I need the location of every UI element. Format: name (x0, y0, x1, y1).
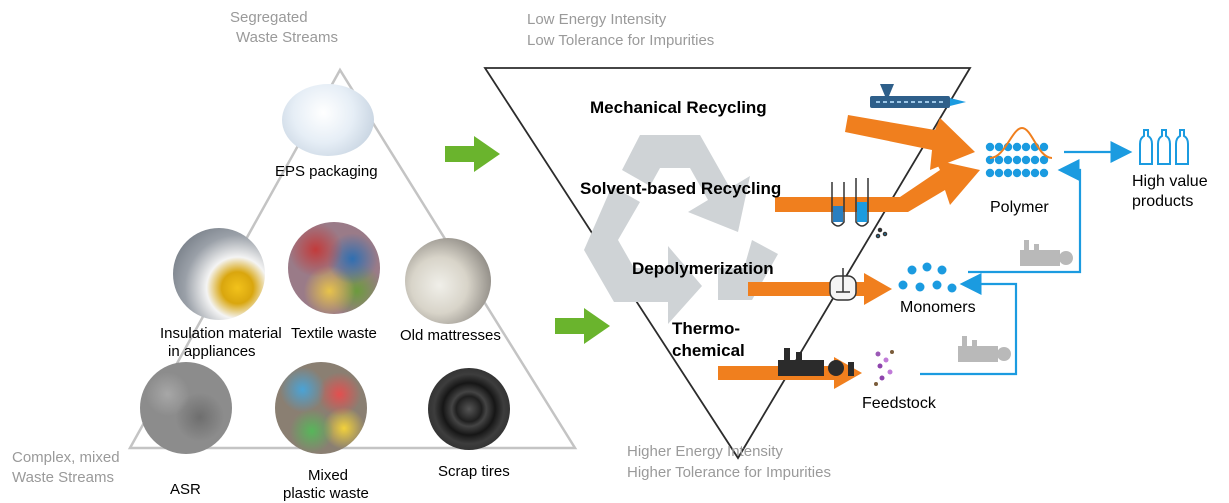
mechanical-recycling-label: Mechanical Recycling (590, 98, 767, 117)
depolymerization-label: Depolymerization (632, 259, 774, 278)
scrap-tires-label: Scrap tires (438, 463, 510, 480)
thermochemical-label-line1: Thermo- (672, 319, 740, 338)
low-tolerance-label: Low Tolerance for Impurities (527, 32, 715, 49)
complex-label-line2: Waste Streams (12, 469, 114, 486)
arrow-monomers-to-polymer (968, 159, 1082, 274)
asr-label: ASR (170, 481, 201, 498)
high-value-label-line1: High value (1132, 173, 1208, 190)
mixed-plastic-label-line2: plastic waste (283, 485, 369, 502)
asr-image (140, 362, 232, 454)
monomers-icon (898, 262, 957, 293)
old-mattresses-label: Old mattresses (400, 327, 501, 344)
eps-packaging-label: EPS packaging (275, 163, 378, 180)
mixed-plastic-waste-image (275, 362, 367, 454)
green-arrow-top (445, 136, 500, 172)
insulation-label-line2: in appliances (168, 343, 256, 360)
plant-icon-upper (1020, 240, 1073, 266)
eps-packaging-image (282, 84, 374, 156)
polymer-icon (985, 142, 1049, 178)
old-mattresses-image (405, 238, 491, 324)
mixed-plastic-label-line1: Mixed (308, 467, 349, 484)
segregated-label-line2: Waste Streams (236, 29, 338, 46)
factory-icon (778, 348, 854, 376)
polymer-label: Polymer (990, 199, 1049, 216)
extruder-icon (870, 84, 966, 108)
orange-arrow-solvent (775, 160, 980, 212)
plant-icon-lower (958, 336, 1011, 362)
higher-tolerance-label: Higher Tolerance for Impurities (627, 464, 831, 481)
green-arrow-bottom (555, 308, 610, 344)
arrow-feedstock-to-monomers (920, 273, 1018, 376)
complex-label-line1: Complex, mixed (12, 449, 120, 466)
feedstock-icon (874, 350, 894, 386)
segregated-label-line1: Segregated (230, 9, 308, 26)
low-energy-label: Low Energy Intensity (527, 11, 667, 28)
reactor-icon (829, 268, 857, 301)
textile-waste-label: Textile waste (291, 325, 377, 342)
monomers-label: Monomers (900, 299, 976, 316)
insulation-appliance-image (173, 228, 265, 320)
solvent-recycling-label: Solvent-based Recycling (580, 179, 782, 198)
feedstock-label: Feedstock (862, 395, 936, 412)
thermochemical-label-line2: chemical (672, 341, 745, 360)
recycle-icon (584, 135, 778, 324)
bottles-icon (1139, 129, 1189, 165)
test-tubes-icon (831, 178, 888, 239)
higher-energy-label: Higher Energy Intensity (627, 443, 783, 460)
molecular-weight-curve (989, 126, 1053, 159)
scrap-tires-image (428, 368, 510, 450)
high-value-label-line2: products (1132, 193, 1194, 210)
insulation-label-line1: Insulation material (160, 325, 282, 342)
textile-waste-image (288, 222, 380, 314)
orange-arrow-mechanical (845, 115, 975, 170)
